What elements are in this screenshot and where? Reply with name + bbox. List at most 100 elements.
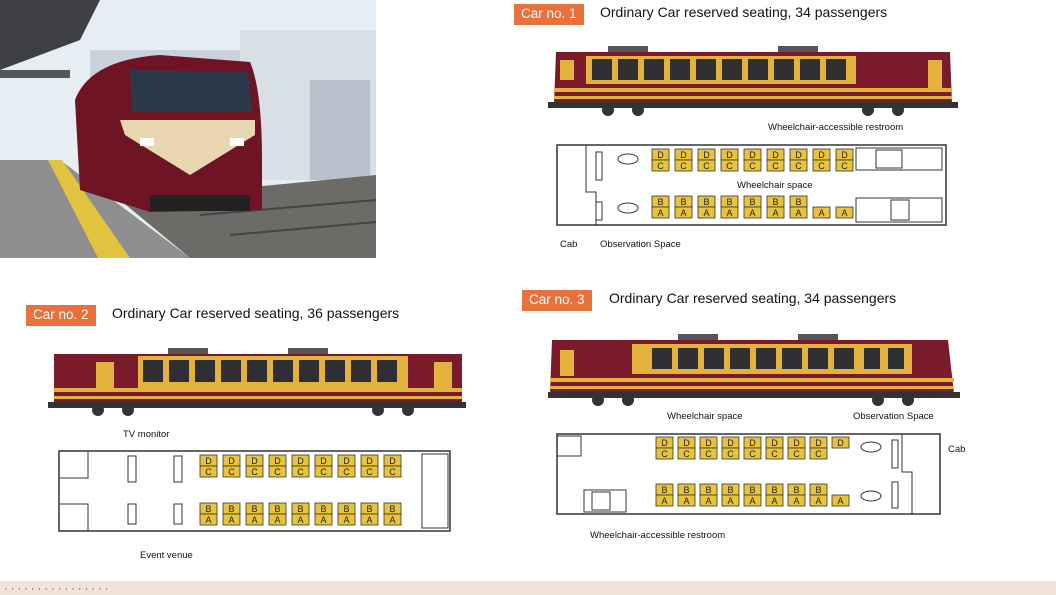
seat-letter: C xyxy=(841,161,848,171)
seat-letter: C xyxy=(818,161,825,171)
seat-letter: B xyxy=(297,504,303,514)
car-2-tv-label: TV monitor xyxy=(123,429,170,440)
seat-letter: A xyxy=(251,515,257,525)
seat-letter: D xyxy=(841,150,848,160)
seat xyxy=(222,513,241,526)
seat-letter: A xyxy=(205,515,211,525)
seat xyxy=(651,206,670,219)
seat-letter: B xyxy=(366,504,372,514)
car-2-title: Ordinary Car reserved seating, 36 passen… xyxy=(112,305,400,321)
car-3-title: Ordinary Car reserved seating, 34 passen… xyxy=(609,290,897,306)
seat xyxy=(337,513,356,526)
seat-letter: D xyxy=(749,438,756,448)
seat-letter: B xyxy=(343,504,349,514)
seat-letter: D xyxy=(703,150,710,160)
seat-letter: D xyxy=(343,456,350,466)
seat xyxy=(766,159,785,172)
car-1-observation-label: Observation Space xyxy=(600,239,681,250)
seat-letter: A xyxy=(818,208,824,218)
seat xyxy=(245,513,264,526)
seat xyxy=(743,447,762,460)
seat-letter: A xyxy=(815,496,821,506)
seat-letter: D xyxy=(661,438,668,448)
seat xyxy=(720,206,739,219)
seat-letter: D xyxy=(705,438,712,448)
seat-letter: A xyxy=(793,496,799,506)
seat xyxy=(721,494,740,507)
seat xyxy=(314,513,333,526)
seat-letter: C xyxy=(772,161,779,171)
seat-letter: D xyxy=(683,438,690,448)
seat-letter: C xyxy=(795,161,802,171)
seat xyxy=(199,513,218,526)
seat xyxy=(765,494,784,507)
seat-letter: B xyxy=(749,197,755,207)
seat-letter: A xyxy=(726,208,732,218)
seat xyxy=(697,159,716,172)
car-3-restroom-label: Wheelchair-accessible restroom xyxy=(590,530,726,541)
seat-letter: A xyxy=(657,208,663,218)
seat xyxy=(677,494,696,507)
seat-letter: C xyxy=(726,161,733,171)
seat-letter: B xyxy=(727,485,733,495)
seat-letter: D xyxy=(837,438,844,448)
car-3-exterior xyxy=(548,334,960,406)
seat xyxy=(655,447,674,460)
seat-letter: A xyxy=(274,515,280,525)
seat-letter: B xyxy=(793,485,799,495)
seat-letter: C xyxy=(727,449,734,459)
seat-letter: A xyxy=(320,515,326,525)
car-2-exterior xyxy=(48,348,466,416)
seat-letter: D xyxy=(818,150,825,160)
seat xyxy=(674,159,693,172)
seat-letter: D xyxy=(815,438,822,448)
seat xyxy=(812,206,831,219)
seat-letter: B xyxy=(680,197,686,207)
seat-letter: D xyxy=(366,456,373,466)
car-1-tag: Car no. 1 xyxy=(514,4,584,25)
seat xyxy=(720,159,739,172)
car-2-tag: Car no. 2 xyxy=(26,305,96,326)
seat xyxy=(291,465,310,478)
seat-letter: D xyxy=(389,456,396,466)
seat-letter: A xyxy=(366,515,372,525)
seat xyxy=(789,159,808,172)
seat-letter: A xyxy=(749,496,755,506)
seat-letter: D xyxy=(228,456,235,466)
seat-letter: B xyxy=(795,197,801,207)
seat xyxy=(245,465,264,478)
seat xyxy=(199,465,218,478)
seat xyxy=(743,159,762,172)
seat xyxy=(765,447,784,460)
seat xyxy=(812,159,831,172)
seat xyxy=(383,465,402,478)
seat-letter: D xyxy=(726,150,733,160)
car-1-cab-label: Cab xyxy=(560,239,578,250)
seat-letter: B xyxy=(726,197,732,207)
car-1-restroom-label: Wheelchair-accessible restroom xyxy=(768,122,904,133)
seat-letter: D xyxy=(793,438,800,448)
seat xyxy=(699,447,718,460)
seat-letter: C xyxy=(251,467,258,477)
seat xyxy=(789,206,808,219)
seat xyxy=(291,513,310,526)
seat-letter: A xyxy=(343,515,349,525)
seat-letter: C xyxy=(771,449,778,459)
seat-letter: A xyxy=(661,496,667,506)
seat-letter: B xyxy=(772,197,778,207)
seat-letter: D xyxy=(771,438,778,448)
seat-letter: D xyxy=(749,150,756,160)
seat-letter: A xyxy=(727,496,733,506)
seat xyxy=(677,447,696,460)
seat-letter: D xyxy=(680,150,687,160)
seat-letter: C xyxy=(793,449,800,459)
seat-letter: C xyxy=(320,467,327,477)
seat-letter: D xyxy=(205,456,212,466)
seat-letter: B xyxy=(705,485,711,495)
seat-letter: B xyxy=(228,504,234,514)
seat xyxy=(831,436,850,449)
seat-letter: B xyxy=(389,504,395,514)
seat-letter: D xyxy=(772,150,779,160)
car-3-tag: Car no. 3 xyxy=(522,290,592,311)
seat xyxy=(787,494,806,507)
